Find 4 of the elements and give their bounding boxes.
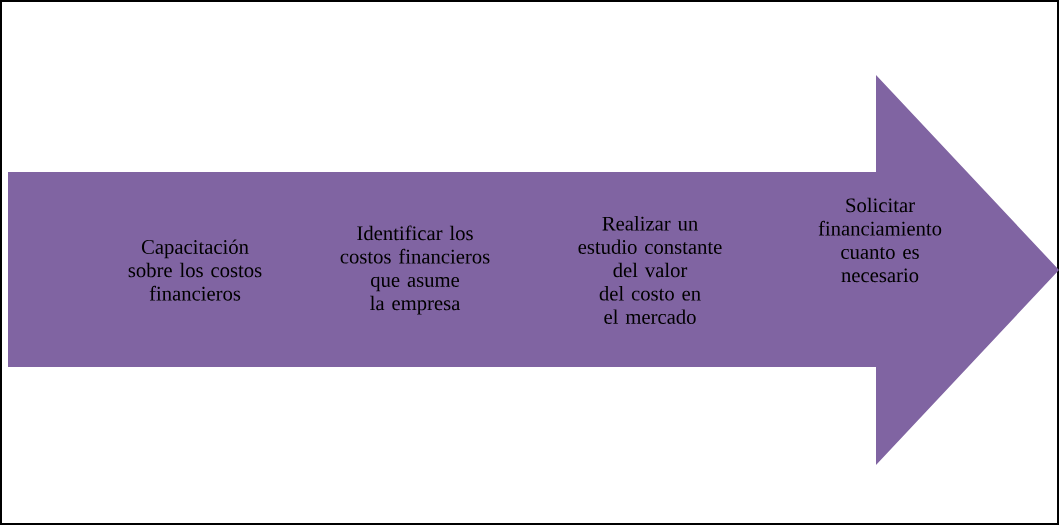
step-text: Identificar los costos financieros que asume la empresa: [340, 225, 490, 315]
step-text: Solicitar financiamiento cuanto es necesario: [818, 197, 942, 283]
step-text: Realizar un estudio constante del valor del costo en el mercado: [578, 216, 722, 324]
step-text: Capacitación sobre los costos financieros: [128, 239, 262, 301]
